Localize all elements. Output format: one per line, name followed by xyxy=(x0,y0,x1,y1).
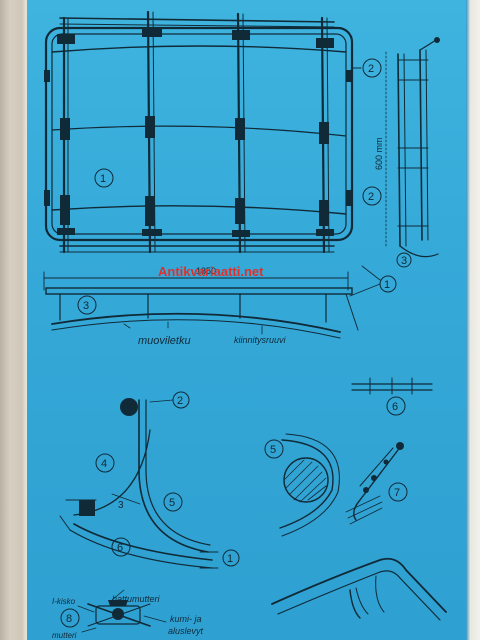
label-i-kisko: I-kisko xyxy=(52,597,76,606)
callout-5-detail-label: 5 xyxy=(169,497,175,509)
label-aluslevyt: aluslevyt xyxy=(168,626,204,636)
callout-7-label: 7 xyxy=(394,487,400,499)
callout-5 xyxy=(264,439,284,459)
rack-top-view xyxy=(44,10,362,254)
callout-3-side xyxy=(396,252,412,268)
callout-6-detail xyxy=(111,537,131,557)
detail-5 xyxy=(264,433,340,537)
label-kiinnitysruuvi: kiinnitysruuvi xyxy=(234,335,287,345)
callout-1-detail xyxy=(222,549,240,567)
callout-2-detail-label: 2 xyxy=(177,395,183,407)
height-dimension: 600 mm xyxy=(374,137,384,170)
detail-7 xyxy=(345,442,408,525)
rack-front-view xyxy=(43,265,397,339)
callout-2-side xyxy=(362,186,382,206)
watermark-text: Antikvariaatti.net xyxy=(158,264,264,279)
detail-corner xyxy=(271,557,447,621)
callout-1 xyxy=(94,168,114,188)
callout-5-detail xyxy=(163,492,183,512)
callout-5-label: 5 xyxy=(270,444,276,456)
label-mutteri: mutteri xyxy=(52,631,77,640)
callout-2-side-label: 2 xyxy=(368,191,374,203)
callout-3 xyxy=(77,295,97,315)
callout-2-top xyxy=(362,58,382,78)
callout-2-label: 2 xyxy=(368,63,374,75)
callout-3-label: 3 xyxy=(83,300,89,312)
paper-edge xyxy=(466,0,480,640)
detail-8 xyxy=(60,589,167,633)
callout-3-side-label: 3 xyxy=(401,255,407,267)
detail-bend xyxy=(59,391,240,569)
label-muoviletku: muoviletku xyxy=(138,335,191,347)
callout-6-detail-label: 6 xyxy=(117,542,123,554)
callout-3-detail-label: 3 xyxy=(118,500,124,511)
callout-8 xyxy=(60,608,80,628)
callout-4 xyxy=(95,453,115,473)
callout-1-front-label: 1 xyxy=(384,279,390,291)
callout-6-label: 6 xyxy=(392,401,398,413)
callout-7 xyxy=(388,482,408,502)
label-kumi-ja: kumi- ja xyxy=(170,614,202,624)
callout-6 xyxy=(386,396,406,416)
rack-side-view xyxy=(362,37,440,268)
callout-1-label: 1 xyxy=(100,173,106,185)
label-hattumutteri: hattumutteri xyxy=(112,594,161,604)
detail-6 xyxy=(351,377,433,416)
callout-8-label: 8 xyxy=(66,613,72,625)
width-dimension: 1850 xyxy=(196,266,216,276)
callout-1-detail-label: 1 xyxy=(227,553,233,565)
callout-4-label: 4 xyxy=(101,458,107,470)
